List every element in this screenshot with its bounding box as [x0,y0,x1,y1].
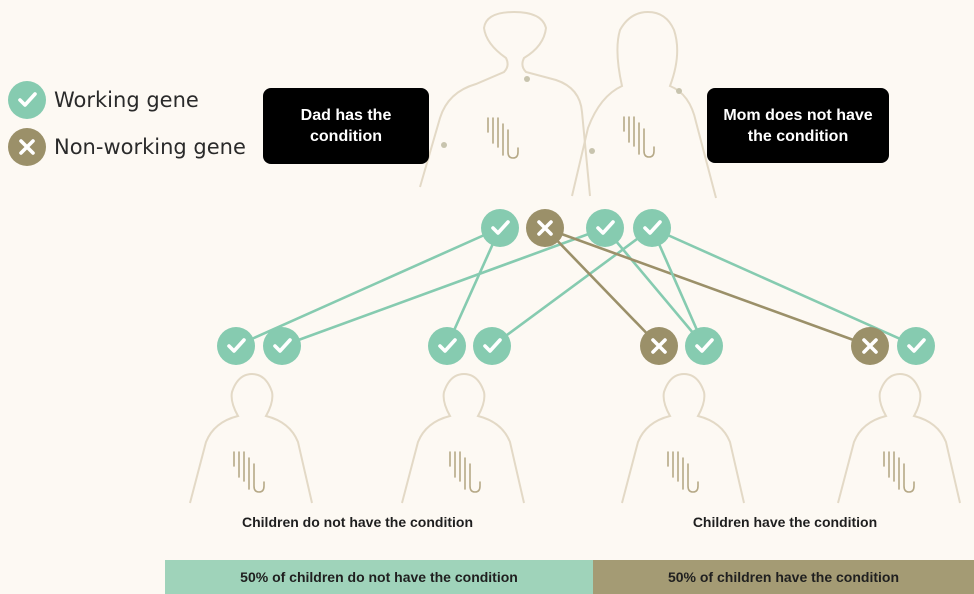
x-icon [8,128,46,166]
mom-callout-text: Mom does not have the condition [723,106,873,145]
child-figure-4 [837,372,961,504]
child-figure-1 [189,372,313,504]
legend-nonworking-label: Non-working gene [54,135,246,159]
line-mom-working-to-child-4 [651,226,917,348]
mom-callout: Mom does not have the condition [707,88,889,163]
child-1-gene-2 [263,327,301,365]
child-3-gene-1 [640,327,678,365]
legend-working-label: Working gene [54,88,199,112]
dad-gene-2 [526,209,564,247]
mom-gene-2 [633,209,671,247]
legend-working: Working gene [8,81,199,119]
child-figure-2 [401,372,525,504]
line-dad-working-to-child-2 [445,227,502,347]
caption-condition: Children have the condition [692,514,878,530]
child-1-gene-1 [217,327,255,365]
summary-condition: 50% of children have the condition [593,560,974,594]
line-dad-working-to-child-1 [235,226,501,348]
dad-callout-text: Dad has the condition [300,107,392,145]
child-4-gene-1 [851,327,889,365]
child-3-gene-2 [685,327,723,365]
child-2-gene-2 [473,327,511,365]
child-4-gene-2 [897,327,935,365]
line-dad-nonworking-to-child-4 [544,226,871,348]
mom-gene-1 [586,209,624,247]
line-mom-working-to-child-3 [604,227,705,347]
gene-circles [217,209,935,365]
line-mom-working-to-child-1 [281,226,606,348]
check-icon [8,81,46,119]
line-dad-nonworking-to-child-3 [544,227,660,347]
summary-no-condition: 50% of children do not have the conditio… [165,560,593,594]
dad-callout: Dad has the condition [263,88,429,164]
child-2-gene-1 [428,327,466,365]
dad-figure [419,10,591,197]
dad-gene-1 [481,209,519,247]
line-mom-working-to-child-3b [650,227,706,347]
child-figure-3 [621,372,745,504]
caption-no-condition: Children do not have the condition [242,514,473,530]
mom-figure [571,10,717,199]
legend-nonworking: Non-working gene [8,128,246,166]
line-mom-working-to-child-2 [491,226,653,348]
inheritance-lines [235,226,917,348]
